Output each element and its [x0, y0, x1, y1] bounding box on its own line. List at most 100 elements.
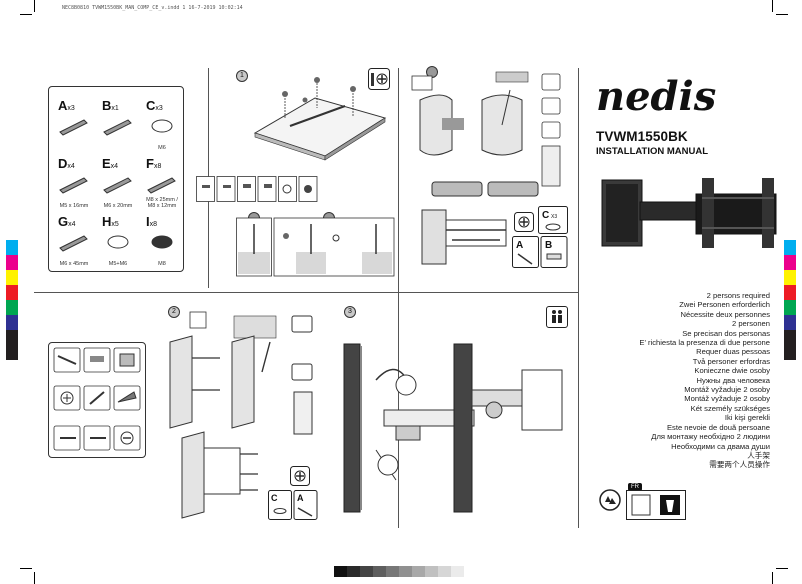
part-spec: M8 x 25mm / M8 x 12mm: [146, 197, 178, 209]
registration-swatch: [784, 255, 796, 270]
gray-swatch: [334, 566, 347, 577]
language-line: Для монтажу необхідно 2 людини: [651, 432, 770, 442]
part-spec: M8: [158, 261, 166, 267]
crop-mark: [34, 572, 35, 584]
registration-swatch: [784, 300, 796, 315]
part-spec: M5 x 16mm: [59, 203, 89, 209]
step-number: 1: [236, 70, 248, 82]
language-line: 需要两个人员操作: [709, 460, 770, 470]
brand-text: nedis: [596, 73, 716, 120]
crop-mark: [772, 572, 773, 584]
part-c-box: C X3: [538, 206, 568, 234]
divider: [398, 68, 399, 528]
part-drawing: [59, 235, 88, 252]
part-qty: x5: [111, 221, 119, 228]
parts-c-a-box: C A: [268, 490, 318, 520]
language-line: Montáž vyžaduje 2 osoby: [684, 394, 770, 404]
gray-swatch: [347, 566, 360, 577]
registration-swatch: [784, 240, 796, 255]
part-b: Bx1: [98, 92, 138, 152]
step-number: 2: [168, 306, 180, 318]
gray-swatch: [451, 566, 464, 577]
crop-mark: [34, 0, 35, 12]
grayscale-bar: [334, 566, 464, 577]
part-qty: x1: [111, 105, 119, 112]
fr-label: FR: [628, 483, 642, 491]
language-line: 2 personen: [732, 319, 770, 329]
registration-swatch: [784, 270, 796, 285]
part-letter: Cx3: [146, 98, 163, 113]
crop-mark: [776, 14, 788, 15]
language-line: Két személy szükséges: [690, 403, 770, 413]
wall-plate-illustration: [169, 311, 313, 519]
nedis-logo: nedis: [596, 73, 716, 120]
part-selection-row: [196, 176, 318, 202]
part-a: Ax3: [54, 92, 94, 152]
wall-mount-product-image: [601, 178, 777, 248]
gray-swatch: [438, 566, 451, 577]
part-drawing: [59, 177, 88, 194]
registration-swatch: [6, 345, 18, 360]
svg-text:A: A: [297, 493, 304, 503]
svg-text:B: B: [545, 240, 552, 251]
part-qty: x4: [67, 163, 75, 170]
part-drawing: [107, 235, 129, 249]
registration-swatch: [6, 330, 18, 345]
gray-swatch: [399, 566, 412, 577]
svg-text:C: C: [542, 210, 549, 221]
language-line: 2 persons required: [706, 291, 770, 300]
language-line: Två personer erfordras: [692, 356, 770, 366]
part-qty: x4: [68, 221, 76, 228]
language-line: Нужны два человека: [696, 375, 770, 385]
gray-swatch: [373, 566, 386, 577]
svg-text:C: C: [271, 493, 278, 503]
model-number: TVWM1550BK: [596, 129, 688, 144]
language-line: Zwei Personen erforderlich: [679, 300, 770, 310]
part-letter: Hx5: [102, 214, 119, 229]
registration-swatch: [6, 315, 18, 330]
registration-swatch: [6, 255, 18, 270]
svg-text:A: A: [516, 240, 523, 251]
registration-color-bar: [6, 240, 18, 360]
part-qty: x8: [153, 163, 162, 170]
language-line: Se precisan dos personas: [682, 328, 770, 338]
language-line: 人手架: [747, 450, 770, 460]
registration-swatch: [6, 270, 18, 285]
part-drawing: [103, 119, 132, 136]
registration-swatch: [6, 285, 18, 300]
part-letter: Bx1: [102, 98, 119, 113]
crop-mark: [772, 0, 773, 12]
registration-swatch: [784, 315, 796, 330]
part-qty: x3: [155, 105, 163, 112]
part-spec: M5+M6: [108, 261, 128, 267]
gray-swatch: [412, 566, 425, 577]
registration-swatch: [6, 240, 18, 255]
screwdriver-plus-icon: [514, 212, 534, 232]
tools-grid: [53, 347, 141, 451]
svg-text:X3: X3: [551, 214, 557, 220]
language-line: Необходими са двама души: [671, 441, 770, 451]
language-line: E' richiesta la presenza di due persone: [639, 338, 770, 348]
gray-swatch: [360, 566, 373, 577]
divider: [578, 68, 579, 528]
crop-mark: [20, 568, 32, 569]
part-qty: x8: [149, 221, 158, 228]
registration-swatch: [784, 330, 796, 345]
language-line: Montáž vyžaduje 2 osoby: [684, 385, 770, 395]
crop-mark: [776, 568, 788, 569]
two-persons-icon: [546, 306, 568, 328]
screwdriver-plus-icon: [368, 68, 390, 90]
crop-mark: [20, 14, 32, 15]
language-line: Requer duas pessoas: [696, 347, 770, 357]
gray-swatch: [425, 566, 438, 577]
screwdriver-plus-icon: [290, 466, 310, 486]
part-qty: x4: [110, 163, 119, 170]
recycling-info-box: [626, 490, 686, 520]
